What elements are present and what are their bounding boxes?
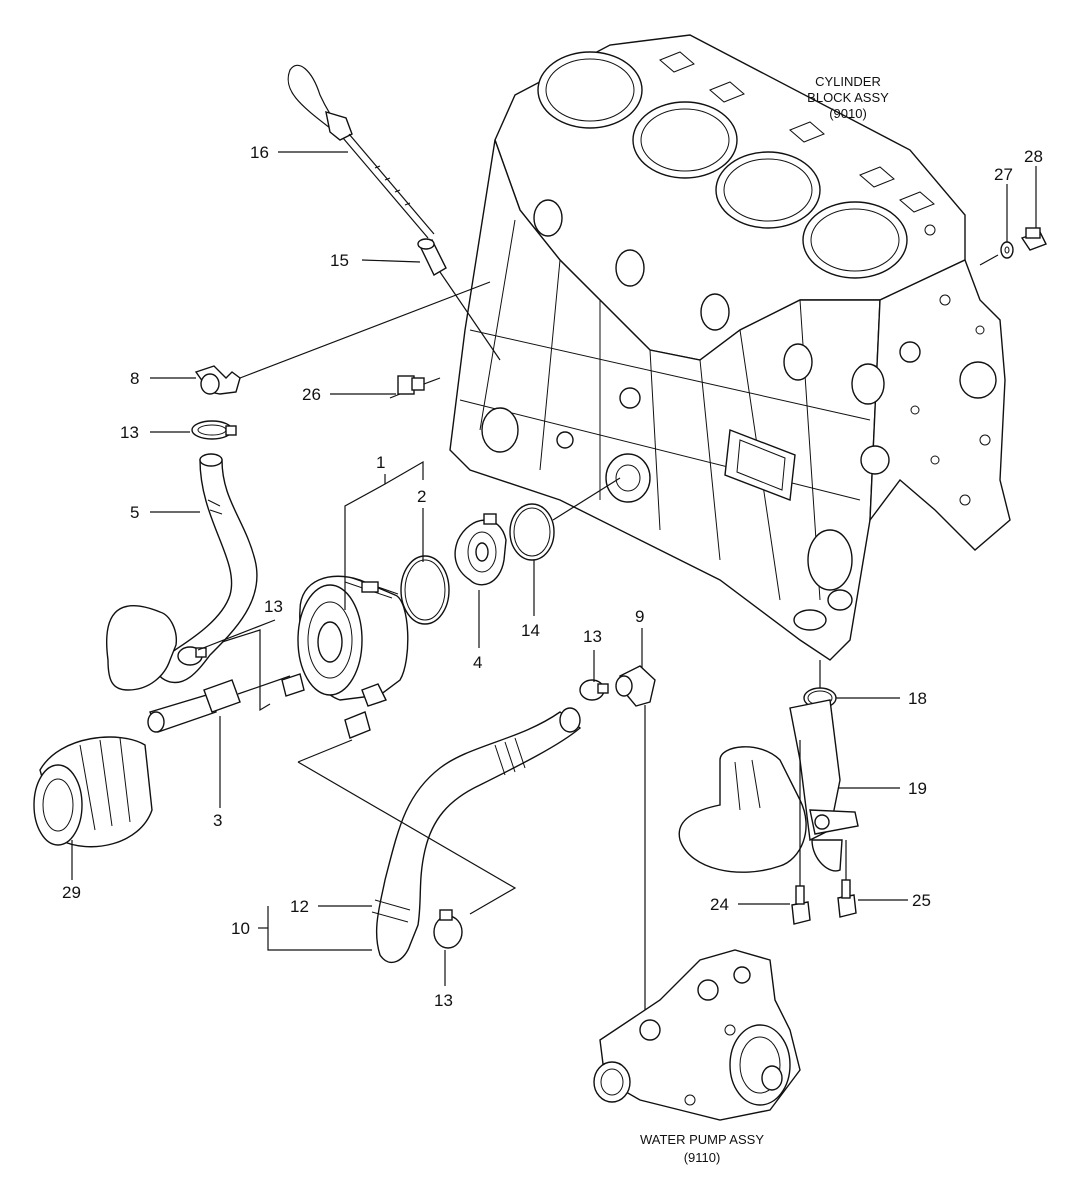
callout-3: 3 — [213, 811, 222, 830]
callout-18: 18 — [908, 689, 927, 708]
oil-cooler-drawing — [281, 575, 409, 739]
callout-24: 24 — [710, 895, 729, 914]
callout-labels: 1 2 3 4 5 8 9 10 12 13 13 13 13 14 15 16… — [62, 143, 1043, 1010]
callout-12: 12 — [290, 897, 309, 916]
filter-connector-drawing — [147, 675, 291, 733]
callout-28: 28 — [1024, 147, 1043, 166]
hose-clamp-drawing-d — [433, 909, 463, 949]
cylinder-block-drawing — [449, 34, 1011, 661]
o-ring-drawing-2 — [400, 555, 450, 625]
callout-4: 4 — [473, 653, 482, 672]
callout-13-b: 13 — [264, 597, 283, 616]
hose-clamp-drawing-c — [579, 679, 609, 701]
callout-27: 27 — [994, 165, 1013, 184]
callout-29: 29 — [62, 883, 81, 902]
oil-filter-drawing — [33, 736, 153, 848]
callout-19: 19 — [908, 779, 927, 798]
washer-drawing — [1000, 241, 1014, 259]
plug-drawing — [389, 375, 441, 399]
dipstick-tube-drawing — [417, 238, 501, 361]
union-elbow-drawing — [194, 281, 491, 395]
hose-clamp-drawing-a — [191, 420, 237, 440]
cylinder-block-caption-line1: CYLINDER — [815, 74, 881, 89]
union-drawing — [615, 665, 656, 1050]
o-ring-drawing-14 — [509, 503, 555, 561]
water-hose-drawing — [371, 707, 582, 964]
callout-13-c: 13 — [583, 627, 602, 646]
oil-hose-drawing — [106, 453, 258, 691]
water-pump-caption-line1: WATER PUMP ASSY — [640, 1132, 764, 1147]
water-pump-caption: WATER PUMP ASSY (9110) — [640, 1132, 764, 1165]
callout-16: 16 — [250, 143, 269, 162]
cylinder-block-caption-code: (9010) — [829, 106, 867, 121]
water-pump-caption-code: (9110) — [684, 1150, 721, 1165]
callout-1: 1 — [376, 453, 385, 472]
cooler-cover-drawing — [454, 513, 507, 586]
callout-13-d: 13 — [434, 991, 453, 1010]
hose-clamp-drawing-b — [177, 646, 207, 666]
callout-5: 5 — [130, 503, 139, 522]
cylinder-block-caption-line2: BLOCK ASSY — [807, 90, 889, 105]
drain-plug-drawing — [1020, 227, 1047, 251]
cylinder-block-caption: CYLINDER BLOCK ASSY (9010) — [807, 74, 889, 121]
leader-lines — [71, 151, 1037, 986]
callout-15: 15 — [330, 251, 349, 270]
callout-13-a: 13 — [120, 423, 139, 442]
callout-10: 10 — [231, 919, 250, 938]
callout-8: 8 — [130, 369, 139, 388]
bolt-drawing-24 — [791, 740, 811, 925]
bolt-drawing-25 — [837, 840, 857, 918]
callout-9: 9 — [635, 607, 644, 626]
oil-dipstick-drawing — [287, 64, 435, 239]
callout-14: 14 — [521, 621, 540, 640]
callout-25: 25 — [912, 891, 931, 910]
oil-strainer-drawing — [678, 699, 859, 873]
callout-26: 26 — [302, 385, 321, 404]
water-pump-drawing — [593, 949, 801, 1121]
callout-2: 2 — [417, 487, 426, 506]
